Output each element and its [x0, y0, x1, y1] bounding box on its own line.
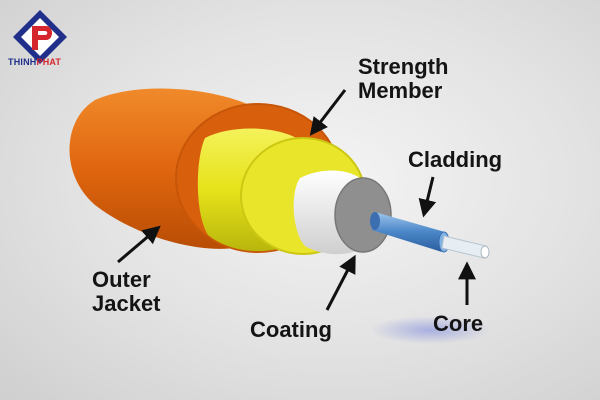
arrow-strength-member — [309, 89, 347, 136]
arrow-outer-jacket — [117, 225, 161, 264]
arrow-coating — [325, 254, 356, 311]
brand-name-part1: THINH — [8, 57, 37, 67]
label-strength-member: Strength Member — [358, 55, 448, 103]
label-strength-member-line1: Strength — [358, 54, 449, 79]
core-layer — [441, 235, 490, 259]
label-core: Core — [433, 311, 484, 336]
label-coating: Coating — [250, 317, 332, 342]
brand-logo-icon — [13, 10, 67, 64]
core-reflection — [370, 316, 490, 344]
arrow-cladding — [418, 176, 437, 218]
brand-name: THINHPHAT — [8, 57, 61, 67]
coating-layer — [293, 170, 392, 255]
label-outer-jacket: Outer Jacket — [92, 268, 161, 316]
brand-name-part2: PHAT — [36, 57, 62, 67]
cladding-layer — [370, 212, 450, 253]
label-outer-jacket-line1: Outer — [92, 267, 151, 292]
label-outer-jacket-line2: Jacket — [92, 291, 161, 316]
label-cladding: Cladding — [408, 147, 503, 172]
label-strength-member-line2: Member — [358, 78, 443, 103]
